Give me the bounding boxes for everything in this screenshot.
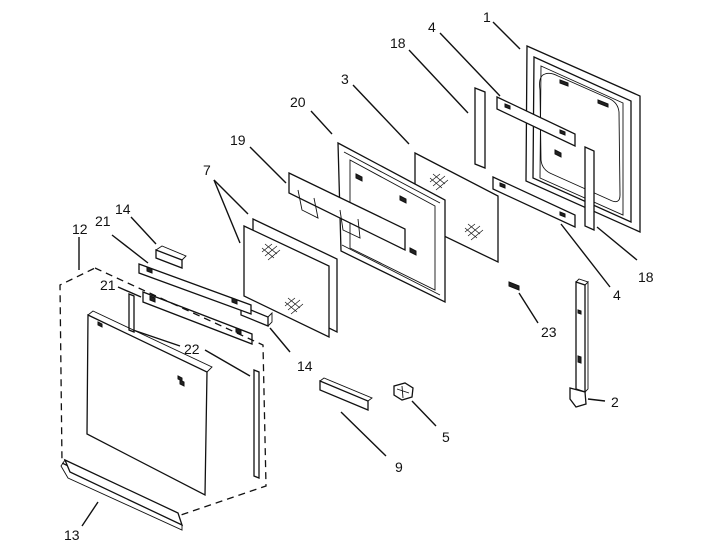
part-labels: 1 2 3 4 4 5 7 9 12 13 14 14 18 18 19 20 … [64,9,654,543]
label-part-21-lower: 21 [100,277,116,293]
label-part-18-upper: 18 [390,35,406,51]
label-part-14-upper: 14 [115,201,131,217]
label-part-21-upper: 21 [95,213,111,229]
side-strip-left [128,293,135,333]
door-hinge [569,278,589,408]
channel-upper [138,263,252,315]
side-strip-right [253,369,260,479]
screw [508,281,520,291]
bracket-lower [492,175,576,229]
leader-lines [78,21,638,527]
label-part-23: 23 [541,324,557,340]
label-part-14-lower: 14 [297,358,313,374]
latch-clip [393,382,414,401]
label-part-4-lower: 4 [613,287,621,303]
label-part-7: 7 [203,162,211,178]
label-part-13: 13 [64,527,80,543]
channel-lower [142,291,253,345]
label-part-18-lower: 18 [638,269,654,285]
trim-strip-upper [474,87,486,169]
bracket-upper [496,95,576,148]
glass-support-panel [288,171,406,252]
outer-door-frame [525,45,641,234]
middle-glass-panel [243,217,338,339]
label-part-2: 2 [611,394,619,410]
label-part-5: 5 [442,429,450,445]
label-part-12: 12 [72,221,88,237]
door-trim-bar [60,458,184,531]
label-part-20: 20 [290,94,306,110]
trim-strip-lower [584,145,595,232]
label-part-19: 19 [230,132,246,148]
clip-upper [155,245,187,269]
handle-bracket-bar [319,377,373,411]
label-part-1: 1 [483,9,491,25]
label-part-4-upper: 4 [428,19,436,35]
label-part-22: 22 [184,341,200,357]
label-part-3: 3 [341,71,349,87]
label-part-9: 9 [395,459,403,475]
